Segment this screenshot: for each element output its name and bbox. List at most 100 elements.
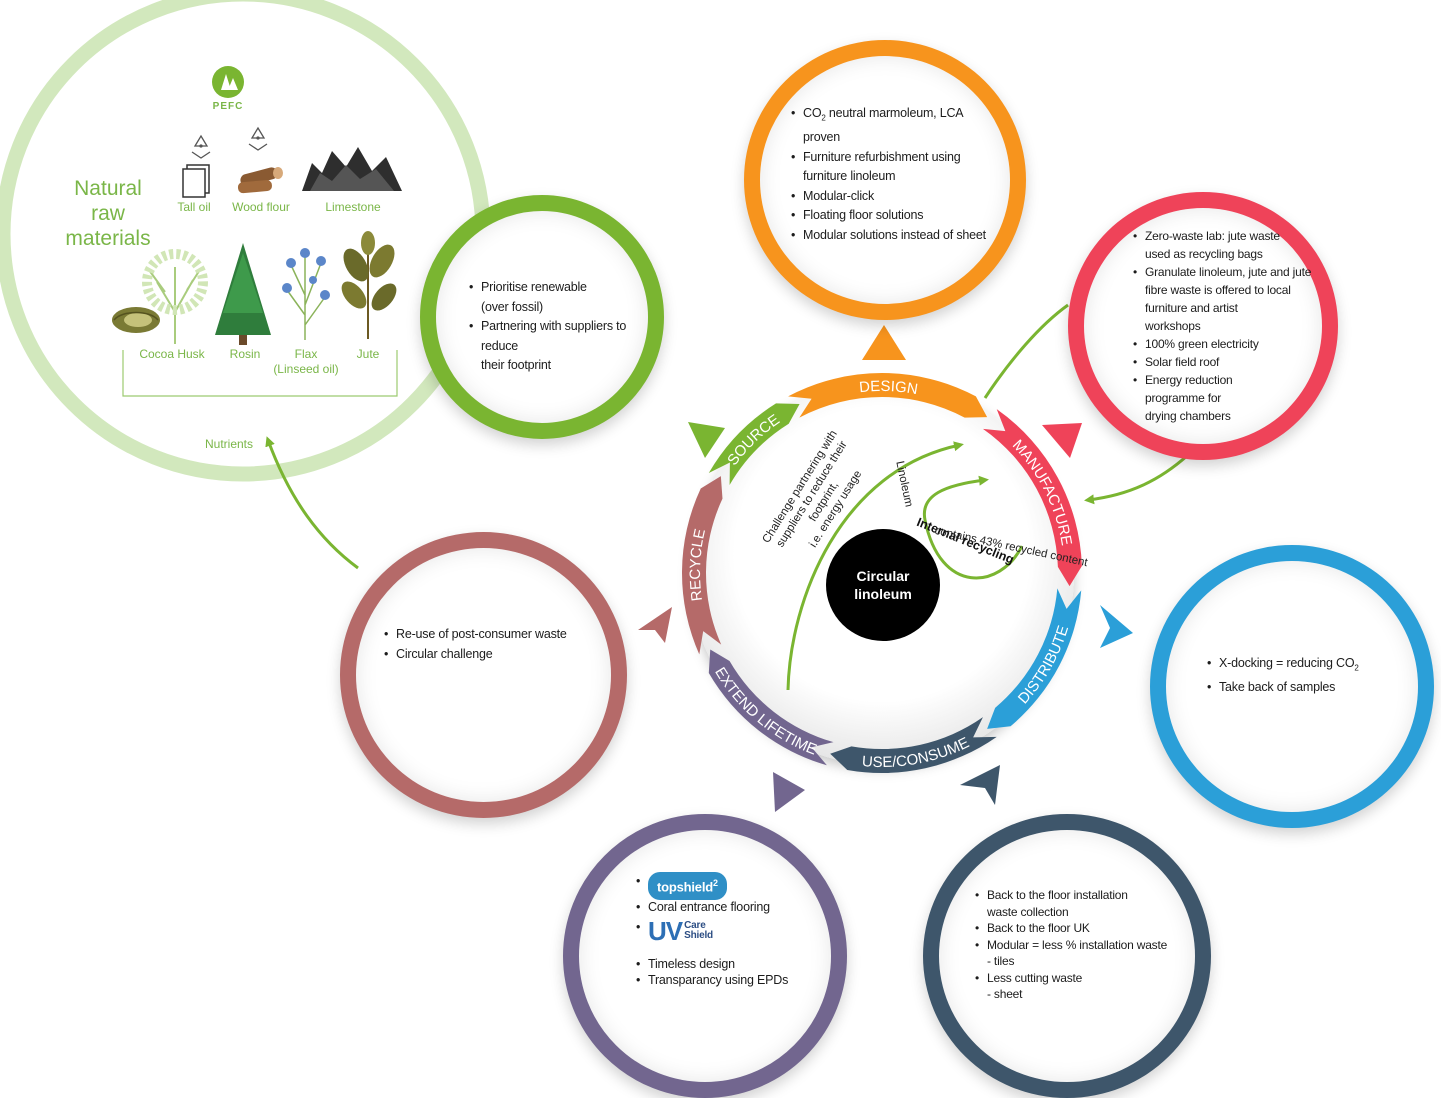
source-list: Prioritise renewable (over fossil) Partne… bbox=[469, 278, 659, 376]
bullet: • bbox=[975, 937, 980, 952]
list-line: programme for bbox=[1133, 389, 1313, 407]
material-label: Wood flour bbox=[232, 200, 290, 214]
list-item: Circular challenge bbox=[384, 645, 584, 665]
circular-linoleum-center: Circular linoleum bbox=[826, 529, 940, 641]
stage-band bbox=[830, 717, 997, 773]
co2-text: CO bbox=[803, 106, 822, 120]
distribute-arrow bbox=[1100, 605, 1133, 648]
list-line: • Back to the floor UK bbox=[975, 920, 1185, 937]
item-text: used as recycling bags bbox=[1145, 247, 1263, 261]
material-label: Jute bbox=[356, 347, 380, 361]
stage-band bbox=[788, 373, 988, 418]
flax-label: Flax bbox=[294, 347, 318, 361]
bullet: • bbox=[975, 970, 980, 985]
stage-label: RECYCLE bbox=[687, 527, 709, 602]
pefc-logo-icon bbox=[212, 66, 244, 98]
pefc-label: PEFC bbox=[212, 101, 244, 112]
nutrients-arrow bbox=[265, 436, 359, 570]
list-line: - tiles bbox=[975, 953, 1185, 970]
natural-title: Natural raw materials bbox=[58, 176, 158, 251]
topshield-sup: 2 bbox=[712, 878, 718, 888]
list-line: fibre waste is offered to local bbox=[1133, 281, 1313, 299]
bullet: • bbox=[1133, 229, 1138, 243]
material-label: Cocoa Husk bbox=[139, 347, 205, 361]
item-text: Take back of samples bbox=[1219, 680, 1336, 694]
item-text: Modular-click bbox=[803, 188, 875, 203]
list-line: used as recycling bags bbox=[1133, 245, 1313, 263]
item-text: their footprint bbox=[481, 358, 551, 372]
material-label: Flax (Linseed oil) bbox=[266, 347, 346, 377]
natural-bracket bbox=[122, 350, 398, 397]
recycle-circle bbox=[340, 532, 627, 818]
list-item: Partnering with suppliers to reduce their… bbox=[469, 317, 659, 376]
item-text: fibre waste is offered to local bbox=[1145, 283, 1291, 297]
list-item: Coral entrance flooring bbox=[636, 898, 816, 918]
bullet: • bbox=[1133, 265, 1138, 279]
item-text: Energy reduction bbox=[1145, 373, 1233, 387]
extend-list: topshield2 Coral entrance flooring UV Ca… bbox=[636, 872, 816, 988]
natural-title-line: materials bbox=[65, 227, 151, 250]
list-item: Floating floor solutions bbox=[791, 206, 1001, 226]
item-text: furniture linoleum bbox=[803, 169, 896, 183]
recycle-list: Re-use of post-consumer waste Circular c… bbox=[384, 625, 584, 664]
item-text: Modular = less % installation waste bbox=[987, 937, 1168, 952]
item-text: Less cutting waste bbox=[987, 970, 1083, 985]
item-text: Coral entrance flooring bbox=[648, 900, 770, 914]
flax-sub-label: (Linseed oil) bbox=[273, 362, 339, 376]
material-label: Limestone bbox=[325, 200, 381, 214]
flax-icon bbox=[282, 248, 330, 340]
item-text: Granulate linoleum, jute and jute bbox=[1145, 265, 1312, 279]
item-text: Floating floor solutions bbox=[803, 208, 924, 222]
item-text: Prioritise renewable bbox=[481, 280, 587, 294]
natural-title-line: Natural bbox=[74, 177, 142, 200]
item-text: - sheet bbox=[987, 987, 1023, 1001]
co2-sub: 2 bbox=[821, 113, 826, 123]
item-text: 100% green electricity bbox=[1145, 337, 1259, 351]
item-text: drying chambers bbox=[1145, 409, 1231, 423]
nutrients-label: Nutrients bbox=[204, 437, 254, 451]
recycle-icon bbox=[248, 126, 268, 151]
item-text: Back to the floor UK bbox=[987, 921, 1090, 935]
stage-band bbox=[982, 409, 1082, 587]
list-line: • Modular = less % installation waste bbox=[975, 937, 1185, 954]
cocoa-tree-icon bbox=[142, 249, 208, 344]
stage-label-text: DESIGN bbox=[858, 378, 919, 398]
bullet: • bbox=[1133, 337, 1138, 351]
list-line: • Zero-waste lab: jute waste bbox=[1133, 227, 1313, 245]
manufacture-out-arrow bbox=[983, 303, 1069, 399]
co2-sub: 2 bbox=[1354, 663, 1359, 673]
manufacture-in-arrow bbox=[1084, 453, 1189, 505]
pine-tree-icon bbox=[215, 243, 271, 345]
list-line: •Energy reduction bbox=[1133, 371, 1313, 389]
material-label: Rosin bbox=[229, 347, 261, 361]
bullet: • bbox=[975, 921, 980, 935]
item-text: furniture and artist bbox=[1145, 301, 1238, 315]
manufacture-list: • Zero-waste lab: jute waste used as recyc… bbox=[1133, 227, 1313, 425]
list-line: •Back to the floor installation bbox=[975, 887, 1185, 904]
stage-arrows bbox=[638, 325, 1133, 812]
item-text: Zero-waste lab: jute waste bbox=[1145, 229, 1280, 243]
list-line: waste collection bbox=[975, 904, 1185, 921]
item-text: Back to the floor installation bbox=[987, 888, 1128, 902]
paper-icon bbox=[182, 164, 210, 198]
item-text: Partnering with suppliers to reduce bbox=[481, 319, 627, 353]
item-text: programme for bbox=[1145, 391, 1222, 405]
stage-band bbox=[708, 649, 834, 766]
list-line: • Less cutting waste bbox=[975, 970, 1185, 987]
list-line: furniture and artist bbox=[1133, 299, 1313, 317]
design-list: CO2 neutral marmoleum, LCA proven Furnit… bbox=[791, 104, 1001, 245]
internal-recycling-arrow-outer bbox=[786, 441, 964, 691]
natural-title-line: raw bbox=[91, 202, 125, 225]
item-text: waste collection bbox=[987, 904, 1069, 919]
list-line: workshops bbox=[1133, 317, 1313, 335]
list-line: drying chambers bbox=[1133, 407, 1313, 425]
cocoa-husk-icon bbox=[112, 307, 160, 333]
topshield-text: topshield bbox=[657, 879, 713, 895]
list-item: X-docking = reducing CO2 bbox=[1207, 654, 1387, 678]
item-text: (over fossil) bbox=[481, 299, 543, 314]
center-label-line: Circular bbox=[856, 568, 910, 584]
